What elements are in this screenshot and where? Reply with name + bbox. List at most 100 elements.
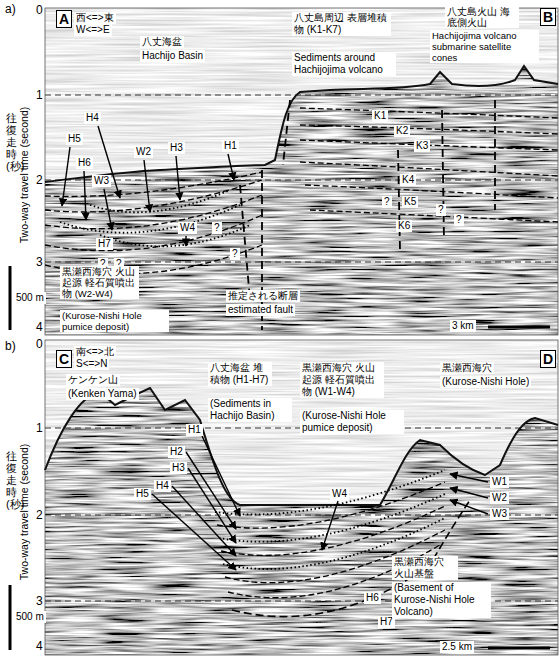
annotation-label: (Basement of Kurose-Nishi Hole Volcano) — [392, 582, 491, 618]
horizon — [45, 180, 262, 212]
sub-seafloor-reflections — [45, 340, 558, 655]
pumice-horizon — [100, 225, 250, 246]
annotation-label: 八丈島火山 海底側火山 — [445, 6, 519, 28]
scale-bar — [488, 647, 550, 650]
horizon — [300, 108, 558, 118]
leader — [202, 436, 240, 516]
annotation-label: H3 — [168, 142, 185, 154]
pumice-horizon — [90, 190, 230, 212]
leader-arrows — [62, 126, 234, 246]
leader — [188, 468, 236, 543]
axis-tick-label: 4 — [34, 640, 45, 652]
annotation-label: ? — [230, 248, 240, 260]
annotation-label: Hachijojima volcano submarine satellite … — [430, 30, 539, 63]
axis-tick-label: 1 — [34, 89, 45, 101]
annotation-label: 黒瀬西海穴 火山起源 軽石質噴出物 (W2-W4) — [60, 266, 139, 299]
fault — [494, 100, 496, 210]
horizon — [300, 162, 558, 176]
annotation-label: W<=>E — [74, 24, 112, 36]
annotation-label: ? — [436, 204, 446, 216]
annotation-label: K3 — [414, 140, 430, 152]
annotation-label: 500 m — [14, 611, 46, 623]
profile-end-letter: C — [56, 350, 72, 368]
leader — [186, 452, 236, 529]
frame — [45, 8, 558, 335]
axis-title: Two-way travel time (second) — [18, 442, 30, 583]
horizon — [310, 210, 558, 222]
annotation-label: ? — [454, 214, 464, 226]
profile-end-letter: D — [540, 350, 556, 368]
annotation-label: H3 — [170, 462, 187, 474]
annotation-label: 八丈島周辺 表層堆積物 (K1-K7) — [292, 12, 391, 36]
leader — [450, 488, 488, 498]
annotation-label: ? — [382, 196, 392, 208]
axis-tick-label: 2 — [34, 174, 45, 186]
annotation-label: H5 — [66, 133, 83, 145]
axis-tick-label: 4 — [34, 321, 45, 333]
leader — [84, 171, 86, 220]
axis-tick-label: 3 — [34, 595, 45, 607]
annotation-label: K5 — [402, 196, 418, 208]
fault — [283, 100, 290, 165]
annotation-label: H7 — [96, 238, 113, 250]
leader — [144, 160, 150, 212]
annotation-label: W2 — [490, 492, 509, 504]
annotation-label: 500 m — [14, 292, 46, 304]
annotation-label: estimated fault — [226, 304, 295, 316]
annotation-label: ケンケン山 — [66, 374, 120, 386]
annotation-label: H6 — [364, 592, 381, 604]
annotation-label: K4 — [400, 174, 416, 186]
annotation-label: (Sediments in Hachijo Basin) — [208, 398, 292, 422]
axis-tick-label: 2 — [34, 509, 45, 521]
annotation-label: W3 — [490, 508, 509, 520]
axis-title: 往復走時 (秒) — [6, 112, 17, 172]
leader — [228, 154, 234, 180]
annotation-label: W3 — [92, 175, 111, 187]
horizon — [45, 195, 262, 229]
horizon — [221, 506, 445, 555]
annotation-label: (Kurose-Nishi Hole pumice deposit) — [300, 410, 404, 434]
profile-end-letter: B — [540, 8, 556, 26]
annotation-label: H4 — [154, 480, 171, 492]
leader — [98, 126, 120, 198]
annotation-label: 黒瀬西海穴 火山起源 軽石質噴出物 (W1-W4) — [300, 362, 384, 398]
time-gridlines — [45, 428, 558, 601]
scale-bar — [9, 266, 12, 330]
axis-tick-label: 0 — [34, 338, 45, 350]
gridline — [45, 515, 558, 516]
annotation-label: (Kenken Yama) — [66, 388, 139, 400]
annotation-label: W1 — [490, 476, 509, 488]
leader — [176, 156, 180, 200]
annotation-label: 推定される断層 — [226, 290, 300, 302]
scale-bar — [9, 585, 12, 650]
annotation-label: W4 — [178, 222, 197, 234]
leader — [104, 189, 112, 230]
annotation-label: 八丈海盆 堆積物 (H1-H7) — [208, 362, 272, 386]
annotation-label: H2 — [168, 446, 185, 458]
horizon — [45, 172, 262, 197]
annotation-label: (Kurose-Nishi Hole) — [440, 376, 531, 388]
water-column — [45, 8, 558, 335]
annotation-label: H4 — [84, 112, 101, 124]
annotation-label: 黒瀬西海穴 火山基盤 — [392, 556, 458, 580]
annotation-label: (Kurose-Nishi Hole pumice deposit) — [60, 310, 169, 332]
axis-tick-label: 3 — [34, 256, 45, 268]
profile-end-letter: A — [56, 10, 72, 28]
annotation-label: 黒瀬西海穴 — [440, 362, 494, 374]
horizons — [45, 108, 558, 274]
seismic-section-a — [10, 8, 558, 335]
axis-title: Two-way travel time (second) — [18, 105, 30, 246]
annotation-label: 八丈海盆 — [140, 36, 184, 48]
annotation-label: 南<=>北 — [74, 346, 116, 358]
time-gridlines — [45, 95, 558, 262]
fault — [240, 185, 250, 300]
water-column — [45, 340, 558, 655]
seafloor — [45, 66, 558, 182]
fault — [398, 150, 400, 250]
leader — [185, 236, 186, 246]
leader-arrows — [152, 436, 488, 570]
annotation-label: H6 — [76, 157, 93, 169]
axis-tick-label: b) — [3, 340, 18, 352]
annotation-label: H1 — [186, 424, 203, 436]
